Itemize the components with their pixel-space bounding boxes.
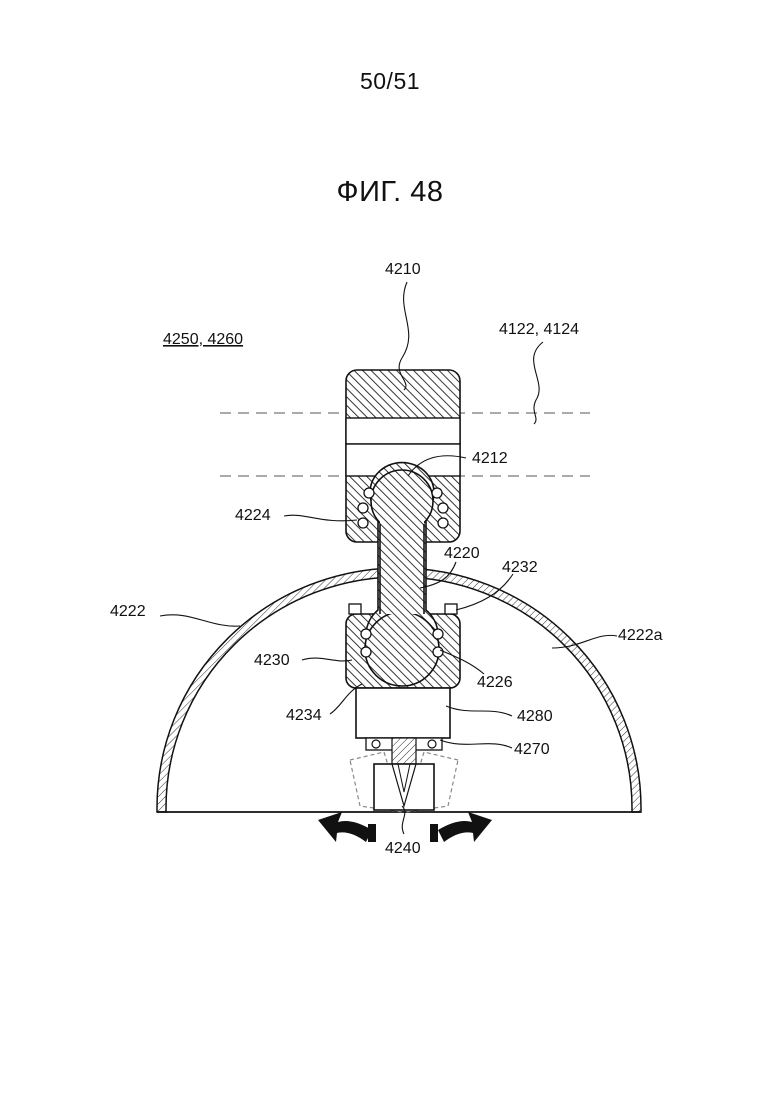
mount-bracket [366, 738, 442, 764]
stopper-left [349, 604, 361, 614]
label-4220: 4220 [444, 545, 480, 562]
label-4122-4124: 4122, 4124 [499, 321, 579, 338]
label-4210: 4210 [385, 261, 421, 278]
label-4240: 4240 [385, 840, 421, 857]
label-4222: 4222 [110, 603, 146, 620]
label-4230: 4230 [254, 652, 290, 669]
stopper-right [445, 604, 457, 614]
rotation-arrow-left-icon [318, 812, 376, 842]
label-4280: 4280 [517, 708, 553, 725]
label-4270: 4270 [514, 741, 550, 758]
rotation-arrow-right-icon [430, 812, 492, 842]
label-4224: 4224 [235, 507, 271, 524]
label-4234: 4234 [286, 707, 322, 724]
actuator-body [356, 688, 450, 738]
label-4226: 4226 [477, 674, 513, 691]
label-4250-4260: 4250, 4260 [163, 331, 243, 348]
label-4212: 4212 [472, 450, 508, 467]
label-4232: 4232 [502, 559, 538, 576]
label-4222a: 4222a [618, 627, 663, 644]
